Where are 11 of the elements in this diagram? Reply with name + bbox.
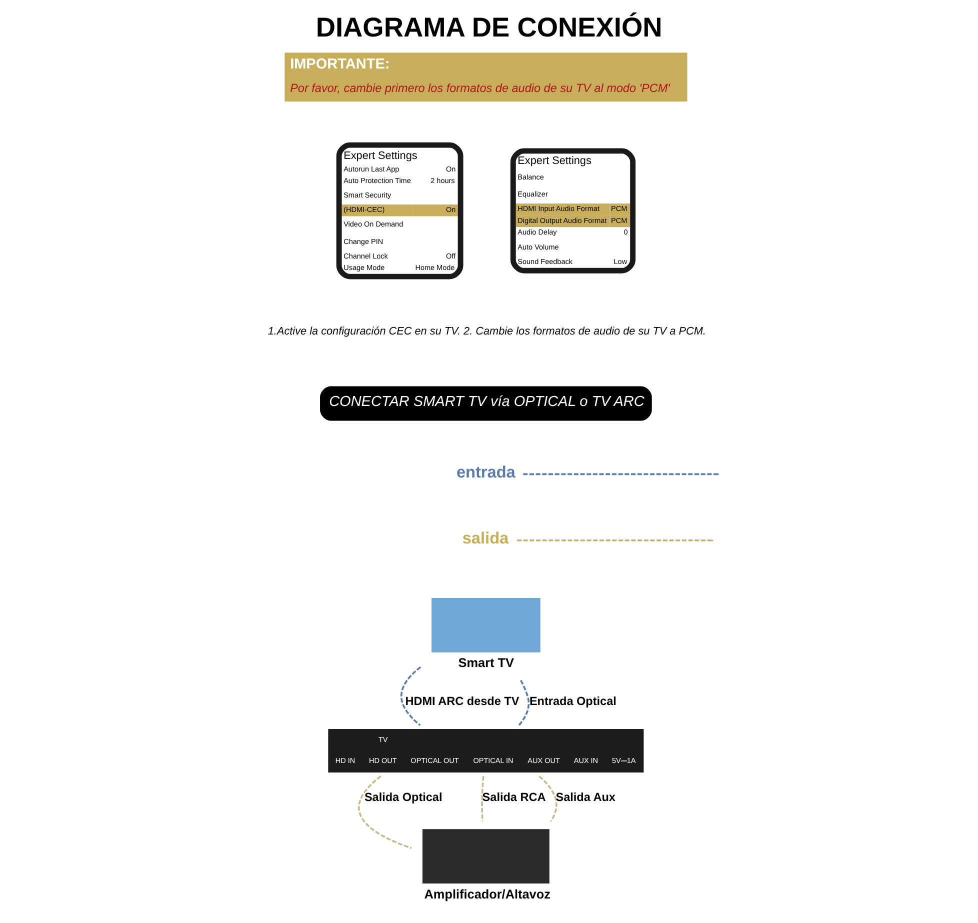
legend-label: salida <box>462 529 508 548</box>
edge-label: Salida Aux <box>555 790 615 804</box>
edge-label: Entrada Optical <box>528 694 616 708</box>
node-label: Amplificador/Altavoz <box>424 887 550 902</box>
edge-label: Salida Optical <box>364 790 442 804</box>
legend-label: entrada <box>456 463 515 482</box>
node-label: Smart TV <box>458 656 514 670</box>
edge-label: HDMI ARC desde TV <box>404 694 519 708</box>
edge-label: Salida RCA <box>482 790 546 804</box>
label: 1.Active la configuración CEC en su TV. 2. Cambie los formatos de audio de su TV a PCM. <box>267 326 706 338</box>
diagram-title: DIAGRAMA DE CONEXIÓN <box>315 11 662 42</box>
